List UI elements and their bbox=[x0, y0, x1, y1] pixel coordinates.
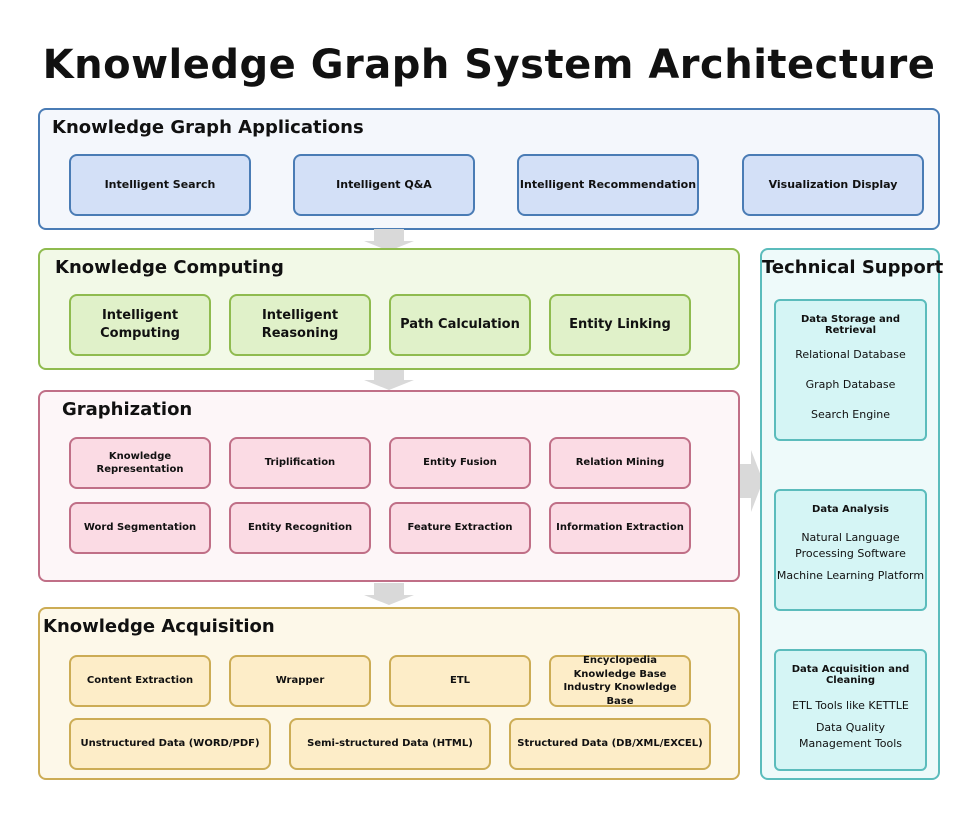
etl-box: ETL bbox=[389, 655, 531, 707]
intelligent-computing-box: Intelligent Computing bbox=[69, 294, 211, 356]
knowledge-base-box: Encyclopedia Knowledge Base Industry Kno… bbox=[549, 655, 691, 707]
applications-layer: Knowledge Graph Applications Intelligent… bbox=[38, 108, 940, 230]
technical-support-panel: Technical Support Data Storage and Retri… bbox=[760, 248, 944, 780]
entity-linking-box: Entity Linking bbox=[549, 294, 691, 356]
graphization-layer-title: Graphization bbox=[62, 399, 193, 420]
computing-layer-title: Knowledge Computing bbox=[55, 257, 284, 278]
data-storage-retrieval-title: Data Storage and Retrieval bbox=[800, 314, 901, 336]
processing-software-label: Processing Software bbox=[795, 547, 906, 560]
wrapper-box: Wrapper bbox=[229, 655, 371, 707]
arrow-down-icon bbox=[364, 368, 414, 390]
data-analysis-box: Data Analysis Natural Language Processin… bbox=[774, 489, 927, 611]
arrow-right-icon bbox=[739, 450, 763, 512]
arrow-down-icon bbox=[364, 583, 414, 605]
relation-mining-box: Relation Mining bbox=[549, 437, 691, 489]
path-calculation-box: Path Calculation bbox=[389, 294, 531, 356]
intelligent-search-box: Intelligent Search bbox=[69, 154, 251, 216]
management-tools-label: Management Tools bbox=[798, 737, 903, 750]
natural-language-label: Natural Language bbox=[801, 531, 900, 544]
graph-database-label: Graph Database bbox=[805, 378, 896, 391]
industry-knowledge-base-label: Industry Knowledge Base bbox=[563, 682, 677, 707]
word-segmentation-box: Word Segmentation bbox=[69, 502, 211, 554]
applications-layer-title: Knowledge Graph Applications bbox=[52, 117, 364, 138]
arrow-down-icon bbox=[364, 229, 414, 251]
structured-data-box: Structured Data (DB/XML/EXCEL) bbox=[509, 718, 711, 770]
intelligent-reasoning-box: Intelligent Reasoning bbox=[229, 294, 371, 356]
intelligent-recommendation-box: Intelligent Recommendation bbox=[517, 154, 699, 216]
data-analysis-title: Data Analysis bbox=[812, 504, 889, 515]
acquisition-layer: Knowledge Acquisition Content Extraction… bbox=[38, 607, 740, 780]
entity-recognition-box: Entity Recognition bbox=[229, 502, 371, 554]
data-quality-label: Data Quality bbox=[815, 721, 886, 734]
data-storage-retrieval-box: Data Storage and Retrieval Relational Da… bbox=[774, 299, 927, 441]
visualization-display-box: Visualization Display bbox=[742, 154, 924, 216]
knowledge-representation-box: Knowledge Representation bbox=[69, 437, 211, 489]
graphization-layer: Graphization Knowledge Representation Tr… bbox=[38, 390, 740, 582]
intelligent-qa-box: Intelligent Q&A bbox=[293, 154, 475, 216]
triplification-box: Triplification bbox=[229, 437, 371, 489]
information-extraction-box: Information Extraction bbox=[549, 502, 691, 554]
search-engine-label: Search Engine bbox=[811, 408, 890, 421]
computing-layer: Knowledge Computing Intelligent Computin… bbox=[38, 248, 740, 370]
entity-fusion-box: Entity Fusion bbox=[389, 437, 531, 489]
technical-support-title: Technical Support bbox=[762, 257, 944, 278]
unstructured-data-box: Unstructured Data (WORD/PDF) bbox=[69, 718, 271, 770]
feature-extraction-box: Feature Extraction bbox=[389, 502, 531, 554]
etl-tools-kettle-label: ETL Tools like KETTLE bbox=[792, 699, 909, 712]
encyclopedia-knowledge-base-label: Encyclopedia Knowledge Base bbox=[573, 655, 667, 680]
diagram-title: Knowledge Graph System Architecture bbox=[42, 42, 936, 88]
semi-structured-data-box: Semi-structured Data (HTML) bbox=[289, 718, 491, 770]
content-extraction-box: Content Extraction bbox=[69, 655, 211, 707]
data-acquisition-cleaning-box: Data Acquisition and Cleaning ETL Tools … bbox=[774, 649, 927, 771]
data-acquisition-cleaning-title: Data Acquisition and Cleaning bbox=[791, 664, 910, 686]
relational-database-label: Relational Database bbox=[795, 348, 906, 361]
acquisition-layer-title: Knowledge Acquisition bbox=[43, 616, 275, 637]
machine-learning-platform-label: Machine Learning Platform bbox=[776, 569, 925, 582]
